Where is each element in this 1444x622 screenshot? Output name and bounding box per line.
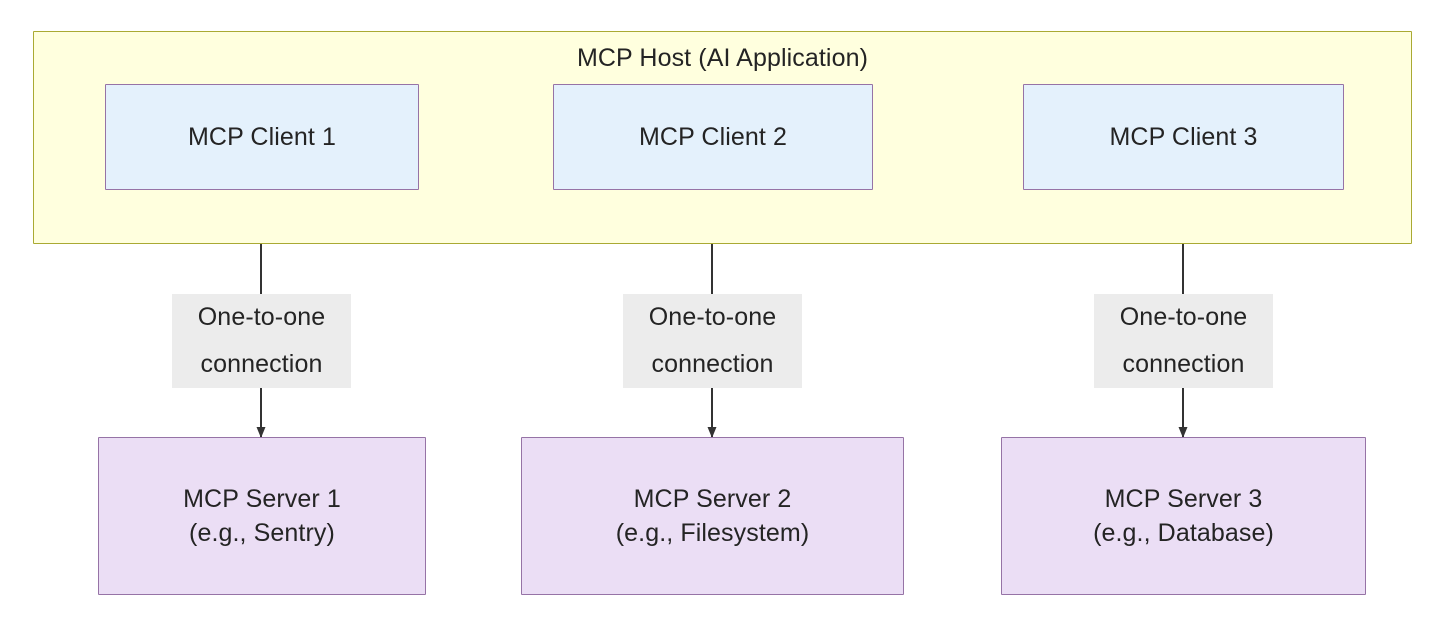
node-mcp-server-3[interactable]: MCP Server 3 (e.g., Database): [1001, 437, 1366, 595]
node-mcp-server-1[interactable]: MCP Server 1 (e.g., Sentry): [98, 437, 426, 595]
node-label: MCP Client 1: [187, 123, 336, 151]
edge-label-client1-server1: One-to-one connection: [172, 294, 351, 388]
node-label: MCP Server 2 (e.g., Filesystem): [615, 485, 810, 547]
node-mcp-client-2[interactable]: MCP Client 2: [553, 84, 873, 190]
node-label: MCP Server 1 (e.g., Sentry): [183, 485, 341, 547]
edge-label-client3-server3: One-to-one connection: [1094, 294, 1273, 388]
node-mcp-server-2[interactable]: MCP Server 2 (e.g., Filesystem): [521, 437, 904, 595]
node-mcp-client-1[interactable]: MCP Client 1: [105, 84, 419, 190]
node-label: MCP Server 3 (e.g., Database): [1093, 485, 1274, 547]
mcp-host-title: MCP Host (AI Application): [576, 44, 869, 72]
node-label: MCP Client 3: [1109, 123, 1258, 151]
edge-label-client2-server2: One-to-one connection: [623, 294, 802, 388]
node-mcp-client-3[interactable]: MCP Client 3: [1023, 84, 1344, 190]
node-label: MCP Client 2: [638, 123, 787, 151]
